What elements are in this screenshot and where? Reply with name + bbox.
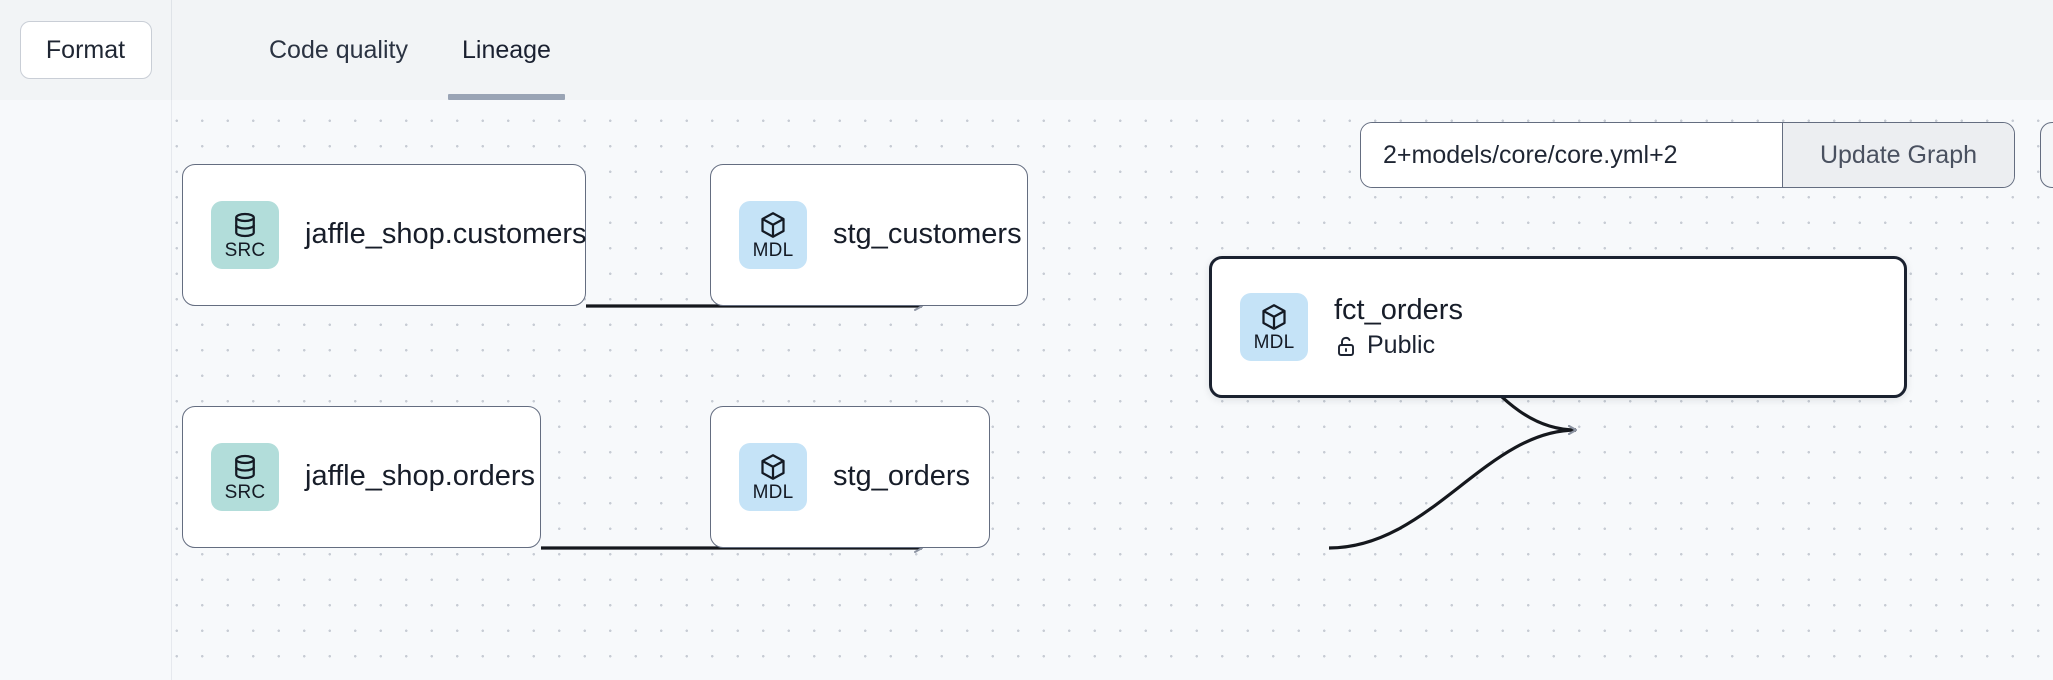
cube-icon bbox=[761, 212, 785, 238]
cube-icon bbox=[761, 454, 785, 480]
edge-stg-orders-to-fct-orders bbox=[1328, 425, 1577, 550]
node-badge-label: MDL bbox=[752, 240, 794, 261]
toolbar-header: Format Code quality Lineage bbox=[0, 0, 2053, 100]
dbt-selector-input[interactable] bbox=[1361, 123, 1782, 187]
lineage-node-src-orders[interactable]: SRC jaffle_shop.orders bbox=[182, 406, 541, 548]
node-body: stg_customers bbox=[833, 218, 1022, 251]
update-graph-button[interactable]: Update Graph bbox=[1782, 123, 2014, 187]
node-badge-mdl: MDL bbox=[1240, 293, 1308, 361]
node-body: stg_orders bbox=[833, 460, 970, 493]
lineage-canvas[interactable]: Update Graph SRC jaffle_shop.customers M… bbox=[0, 100, 2053, 680]
node-title: stg_orders bbox=[833, 460, 971, 493]
node-badge-src: SRC bbox=[211, 201, 279, 269]
graph-selector-toolbar: Update Graph bbox=[1360, 122, 2015, 188]
unlock-icon bbox=[1338, 336, 1354, 356]
node-badge-label: SRC bbox=[224, 240, 266, 261]
tab-bar: Code quality Lineage bbox=[172, 0, 578, 100]
node-body: fct_orders Public bbox=[1334, 294, 1463, 360]
node-body: jaffle_shop.orders bbox=[305, 460, 535, 493]
node-title: jaffle_shop.orders bbox=[305, 460, 536, 493]
node-title: stg_customers bbox=[833, 218, 1022, 251]
node-access-label: Public bbox=[1367, 331, 1436, 360]
node-badge-label: MDL bbox=[752, 482, 794, 503]
lineage-node-stg-customers[interactable]: MDL stg_customers bbox=[710, 164, 1028, 306]
database-icon bbox=[235, 454, 255, 480]
lineage-node-fct-orders[interactable]: MDL fct_orders Public bbox=[1209, 256, 1907, 398]
node-badge-label: SRC bbox=[224, 482, 266, 503]
toolbar-overflow-control[interactable] bbox=[2040, 122, 2053, 188]
node-badge-mdl: MDL bbox=[739, 443, 807, 511]
cube-icon bbox=[1262, 304, 1286, 330]
database-icon bbox=[235, 212, 255, 238]
node-title: jaffle_shop.customers bbox=[305, 218, 587, 251]
canvas-left-gutter bbox=[0, 100, 172, 680]
node-title: fct_orders bbox=[1334, 293, 1463, 326]
format-button-container: Format bbox=[0, 0, 172, 100]
node-access-badge: Public bbox=[1334, 331, 1463, 360]
lineage-node-stg-orders[interactable]: MDL stg_orders bbox=[710, 406, 990, 548]
node-badge-mdl: MDL bbox=[739, 201, 807, 269]
node-badge-label: MDL bbox=[1253, 332, 1295, 353]
node-body: jaffle_shop.customers bbox=[305, 218, 587, 251]
lineage-node-src-customers[interactable]: SRC jaffle_shop.customers bbox=[182, 164, 587, 306]
format-button[interactable]: Format bbox=[19, 21, 152, 79]
node-badge-src: SRC bbox=[211, 443, 279, 511]
tab-lineage[interactable]: Lineage bbox=[435, 0, 578, 100]
tab-code-quality[interactable]: Code quality bbox=[269, 35, 408, 64]
